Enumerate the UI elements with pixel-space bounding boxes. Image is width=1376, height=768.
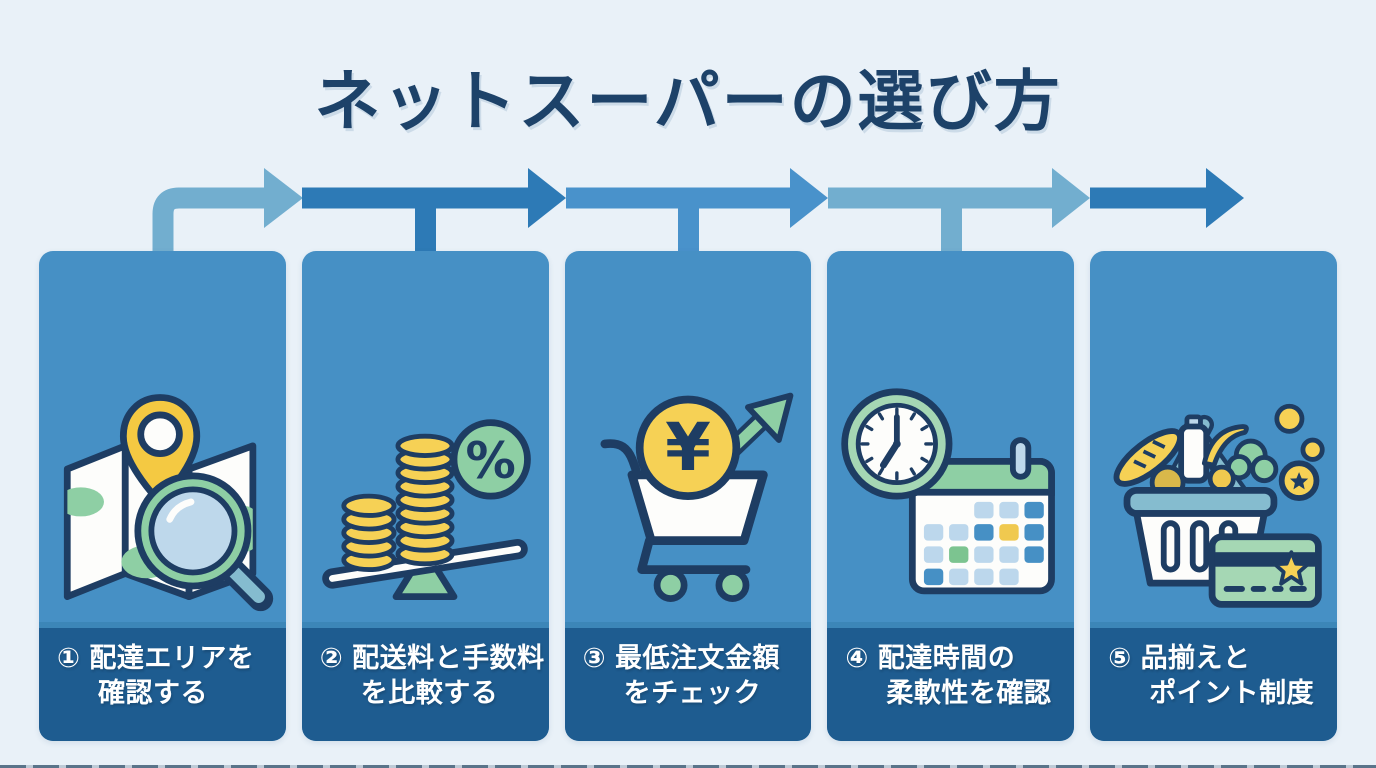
point-coins [1273,403,1325,501]
arrow-head-2 [528,168,566,228]
yen-coin-icon: ¥ [635,395,741,500]
flow-segment-5 [1090,168,1244,228]
binder-ring [1009,437,1032,480]
flow-segment-3 [566,168,828,258]
steps-row: ① 配達エリアを 確認する % [39,251,1337,741]
step-text-line2: をチェック [623,678,762,709]
arrow-head-1 [264,168,303,228]
coin-stack-short [341,493,397,573]
step-card-2: % [301,251,549,741]
drop-connector-step3 [678,205,699,258]
flow-segment-4 [828,168,1090,258]
cost-balance-icon: % [322,419,532,601]
calendar [908,437,1055,595]
arrow-head-3 [790,168,828,228]
step-text-line1: 品揃えと [1140,643,1251,674]
svg-text:%: % [466,431,516,490]
basket-body [1123,486,1277,587]
step-card-4: ④ 配達時間の 柔軟性を確認 [827,251,1075,741]
step-card-1: ① 配達エリアを 確認する [39,251,286,741]
percent-badge-icon: % [450,419,532,500]
page-title: ネットスーパーの選び方 [314,63,1062,140]
step-text-line2: 確認する [98,678,208,709]
step-label-2: ② 配送料と手数料 を比較する [301,622,549,741]
step-number: ⑤ [1108,643,1132,674]
flow-segment-1 [152,168,303,258]
step-card-5: ⑤ 品揃えと ポイント制度 [1090,251,1337,741]
step-text-line1: 配達時間の [877,643,1016,674]
drop-connector-step2 [415,205,436,258]
basket-points-icon [1113,403,1325,608]
bottom-border-line [0,765,1376,768]
flow-arrows [152,168,1244,258]
flow-segment-2 [302,168,566,258]
cart-yen-icon: ¥ [600,392,794,602]
svg-text:¥: ¥ [665,409,711,486]
drop-connector-step4 [941,205,962,258]
card-star [1272,550,1310,586]
step-text-line1: 配送料と手数料 [352,643,545,674]
arrow-head-4 [1052,168,1090,228]
step-text-line1: 最低注文金額 [614,643,780,674]
step-number: ① [57,643,81,674]
point-card-icon [1208,533,1322,608]
step-card-3: ¥ ③ 最低注文金額 をチェック [564,251,812,741]
map-search-icon [64,394,274,612]
step-number: ② [319,643,344,674]
magnifier-icon [134,472,274,612]
calendar-cells [923,501,1044,586]
step-number: ④ [845,643,869,674]
step-label-1: ① 配達エリアを 確認する [39,622,286,741]
clock-calendar-icon [841,388,1055,595]
step-number: ③ [582,643,606,674]
step-label-4: ④ 配達時間の 柔軟性を確認 [827,622,1075,741]
step-label-5: ⑤ 品揃えと ポイント制度 [1090,622,1337,741]
clock-ticks [860,407,934,481]
step-text-line2: 柔軟性を確認 [886,678,1052,709]
step-text-line1: 配達エリアを [89,643,255,674]
coin-stack-tall [395,433,455,567]
step-label-3: ③ 最低注文金額 をチェック [564,622,812,741]
clock-icon [841,388,953,500]
groceries [1113,414,1278,501]
arrow-head-5 [1206,168,1244,228]
step-text-line2: ポイント制度 [1149,678,1315,709]
step-text-line2: を比較する [360,678,499,709]
